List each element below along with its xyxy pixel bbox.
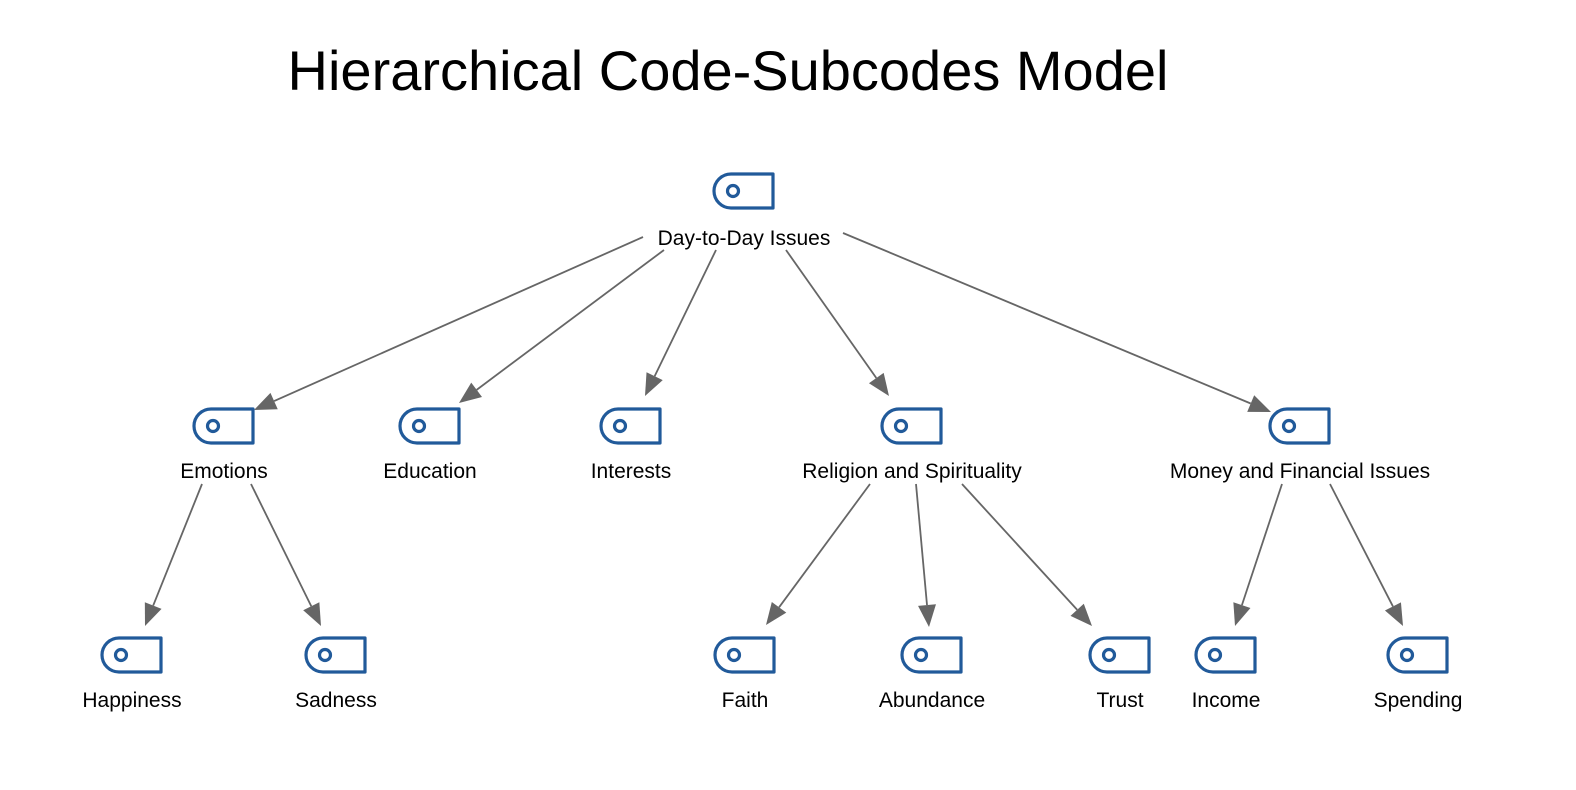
code-node-religion-and-spirituality[interactable]: Religion and Spirituality: [802, 407, 1022, 483]
edge-emotions-to-happiness: [144, 483, 203, 626]
edge-line: [273, 236, 644, 402]
node-label: Abundance: [879, 689, 985, 712]
code-tag-icon: [100, 636, 163, 674]
edge-line: [842, 232, 1252, 405]
code-node-faith[interactable]: Faith: [713, 636, 776, 712]
node-label: Emotions: [180, 460, 268, 483]
edge-line: [915, 483, 928, 606]
code-tag-icon: [712, 172, 775, 210]
arrowhead: [1384, 602, 1403, 626]
edge-money-and-financial-issues-to-income: [1233, 483, 1283, 626]
code-tag-icon: [192, 407, 255, 445]
code-node-sadness[interactable]: Sadness: [295, 636, 377, 712]
edge-day-to-day-issues-to-education: [459, 249, 665, 403]
node-label: Happiness: [82, 689, 181, 712]
code-node-spending[interactable]: Spending: [1374, 636, 1463, 712]
arrowhead: [144, 602, 162, 626]
node-label: Religion and Spirituality: [802, 460, 1022, 483]
arrowhead: [918, 604, 936, 627]
code-tag-icon: [1268, 407, 1331, 445]
edge-day-to-day-issues-to-religion-and-spirituality: [785, 249, 889, 396]
node-label: Trust: [1096, 689, 1143, 712]
arrowhead: [1070, 603, 1092, 626]
edge-emotions-to-sadness: [250, 483, 321, 626]
edge-line: [1241, 483, 1283, 606]
arrowhead: [766, 601, 787, 625]
code-tag-icon: [880, 407, 943, 445]
code-tag-icon: [599, 407, 662, 445]
node-label: Spending: [1374, 689, 1463, 712]
edge-line: [1329, 483, 1394, 607]
edge-line: [778, 483, 871, 608]
node-label: Day-to-Day Issues: [658, 227, 831, 250]
arrowhead: [868, 372, 889, 396]
edge-religion-and-spirituality-to-faith: [766, 483, 871, 625]
code-tag-icon: [1386, 636, 1449, 674]
edge-line: [785, 249, 878, 379]
code-tag-icon: [900, 636, 963, 674]
code-tag-icon: [1088, 636, 1151, 674]
node-label: Faith: [722, 689, 769, 712]
arrowhead: [303, 602, 321, 626]
code-node-happiness[interactable]: Happiness: [82, 636, 182, 712]
edges-layer: [144, 232, 1403, 627]
code-node-money-and-financial-issues[interactable]: Money and Financial Issues: [1170, 407, 1430, 483]
arrowhead: [645, 372, 663, 396]
code-node-interests[interactable]: Interests: [591, 407, 672, 483]
edge-day-to-day-issues-to-emotions: [254, 236, 644, 410]
arrowhead: [254, 392, 278, 410]
edge-line: [653, 249, 717, 377]
edge-religion-and-spirituality-to-abundance: [915, 483, 936, 627]
code-tag-icon: [1194, 636, 1257, 674]
diagram-title: Hierarchical Code-Subcodes Model: [288, 39, 1169, 102]
edge-line: [152, 483, 203, 606]
code-tag-icon: [304, 636, 367, 674]
code-node-day-to-day-issues[interactable]: Day-to-Day Issues: [658, 172, 831, 250]
node-label: Income: [1192, 689, 1261, 712]
edge-line: [961, 483, 1078, 611]
node-label: Money and Financial Issues: [1170, 460, 1430, 483]
arrowhead: [1247, 395, 1271, 412]
code-node-trust[interactable]: Trust: [1088, 636, 1151, 712]
code-tag-icon: [398, 407, 461, 445]
edge-money-and-financial-issues-to-spending: [1329, 483, 1403, 626]
edge-day-to-day-issues-to-interests: [645, 249, 717, 396]
code-node-abundance[interactable]: Abundance: [879, 636, 985, 712]
arrowhead: [1233, 602, 1251, 626]
edge-religion-and-spirituality-to-trust: [961, 483, 1092, 626]
code-tag-icon: [713, 636, 776, 674]
edge-day-to-day-issues-to-money-and-financial-issues: [842, 232, 1271, 412]
node-label: Sadness: [295, 689, 377, 712]
edge-line: [250, 483, 313, 607]
code-node-education[interactable]: Education: [383, 407, 477, 483]
code-node-income[interactable]: Income: [1192, 636, 1261, 712]
code-node-emotions[interactable]: Emotions: [180, 407, 268, 483]
arrowhead: [459, 382, 483, 403]
edge-line: [476, 249, 665, 391]
node-label: Interests: [591, 460, 672, 483]
node-label: Education: [383, 460, 476, 483]
